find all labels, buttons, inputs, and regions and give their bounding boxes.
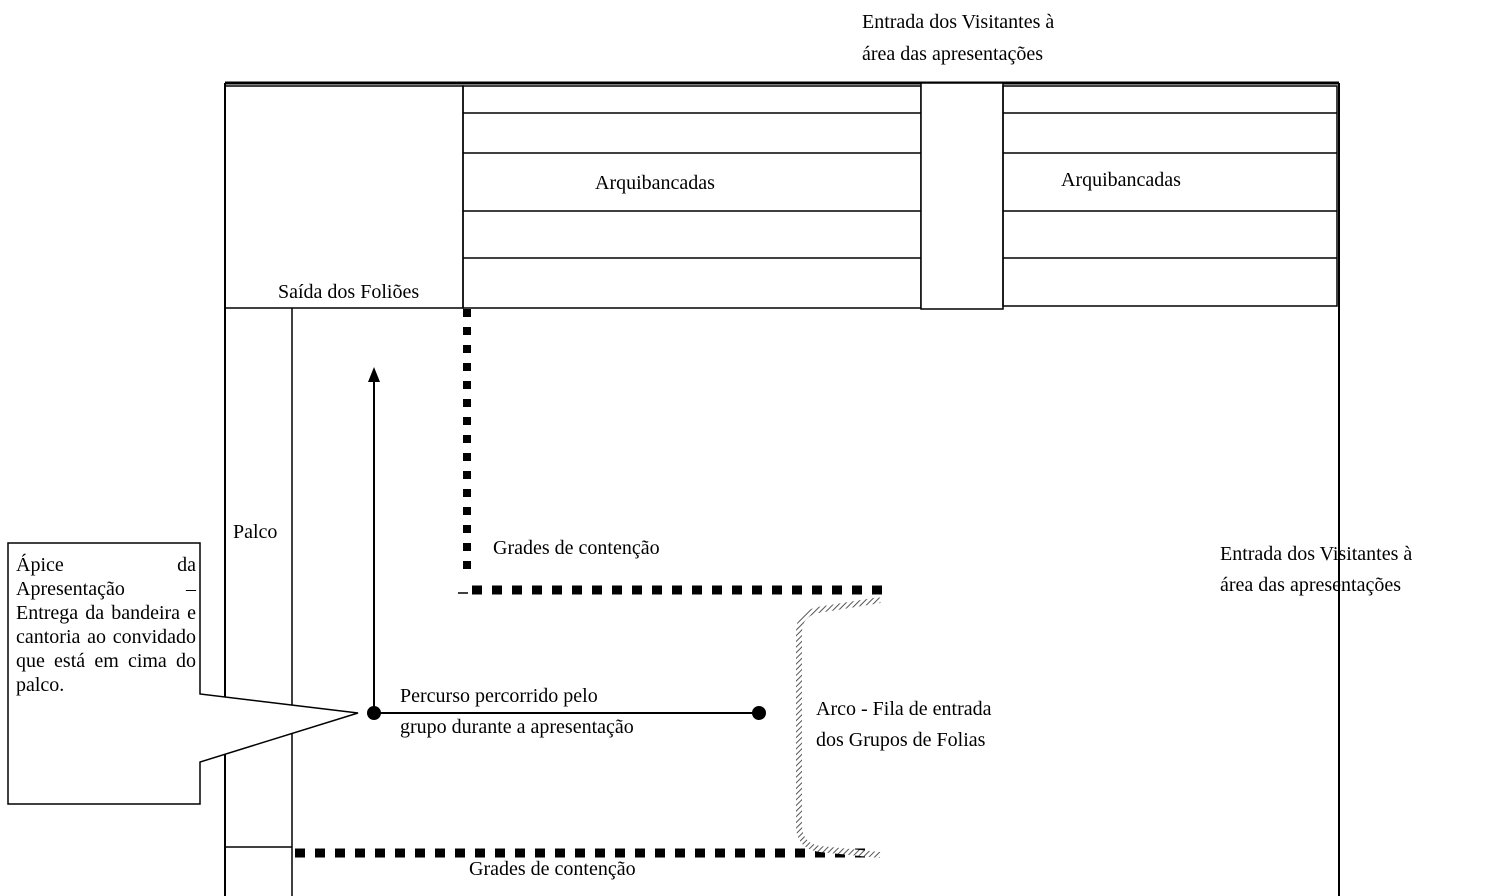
barrier-upper-label: Grades de contenção xyxy=(493,537,660,559)
route-label-line2: grupo durante a apresentação xyxy=(400,716,634,738)
route-label-line1: Percurso percorrido pelo xyxy=(400,685,598,707)
route-start-point xyxy=(367,706,381,720)
right-entrance-label-line1: Entrada dos Visitantes à xyxy=(1220,543,1413,565)
top-entrance-label-line1: Entrada dos Visitantes à xyxy=(862,11,1055,33)
barrier-lower-label: Grades de contenção xyxy=(469,858,636,880)
barrier-upper xyxy=(458,309,884,595)
arch-label-line1: Arco - Fila de entrada xyxy=(816,698,992,720)
exit-area xyxy=(224,85,464,309)
stands-left-label: Arquibancadas xyxy=(595,172,715,194)
callout-text: Ápice da Apresentação – Entrega da bande… xyxy=(16,554,196,696)
stage-label: Palco xyxy=(233,521,278,543)
arrow-up-icon xyxy=(368,367,380,382)
performance-route xyxy=(367,367,766,720)
callout-box xyxy=(7,542,359,805)
arena-boundary xyxy=(224,81,1340,896)
exit-label: Saída dos Foliões xyxy=(278,281,420,303)
stands-right-label: Arquibancadas xyxy=(1061,169,1181,191)
stands-right xyxy=(1002,85,1338,307)
top-entrance-corridor xyxy=(920,82,1004,310)
arch-label-line2: dos Grupos de Folias xyxy=(816,729,986,751)
stands-left xyxy=(462,85,922,309)
stage xyxy=(225,308,293,896)
right-entrance-label-line2: área das apresentações xyxy=(1220,574,1401,596)
route-end-point xyxy=(752,706,766,720)
top-entrance-label-line2: área das apresentações xyxy=(862,43,1043,65)
arch-entry-queue xyxy=(796,597,881,858)
